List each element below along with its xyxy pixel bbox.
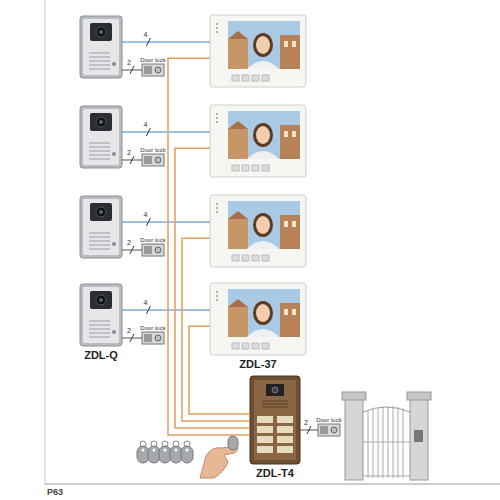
rfid-tag	[159, 441, 171, 463]
door-station: ZDL-Q	[80, 284, 122, 346]
entry-panel	[250, 376, 300, 464]
lock-label: Door lock	[140, 57, 165, 63]
lock-label: Door lock	[140, 147, 165, 153]
wire-count: 2	[127, 149, 131, 156]
wire-count-tick	[146, 38, 150, 46]
wire-connector	[168, 58, 250, 435]
wire-connector	[300, 430, 318, 431]
wire-connector	[122, 70, 142, 71]
door-station	[80, 196, 122, 258]
lock-label: Door lock	[316, 417, 341, 423]
wire-count-tick	[146, 218, 150, 226]
wire-connector	[122, 160, 142, 161]
wire-connector	[122, 338, 142, 339]
door-station	[80, 16, 122, 78]
video-monitor	[210, 15, 306, 87]
wire-connector	[122, 250, 142, 251]
lock-symbol	[318, 424, 340, 436]
wire-connector	[122, 42, 210, 43]
page-border	[45, 0, 46, 484]
wire-count: 4	[143, 31, 147, 38]
video-monitor	[210, 15, 306, 87]
wire-count-tick	[307, 426, 311, 434]
wire-count: 2	[127, 239, 131, 246]
page-number: P63	[47, 487, 63, 497]
door-station	[80, 196, 122, 258]
wire-connector	[122, 310, 210, 311]
wire-count: 4	[143, 211, 147, 218]
wire-count: 4	[143, 121, 147, 128]
video-monitor	[210, 283, 306, 355]
video-monitor: ZDL-37	[210, 283, 306, 355]
wire-connector	[122, 222, 210, 223]
device-label: ZDL-37	[239, 358, 276, 370]
lock-symbol	[142, 332, 164, 344]
door-lock: Door lock	[142, 244, 164, 256]
rfid-tag	[170, 441, 182, 463]
wire-count-tick	[130, 156, 134, 164]
door-station	[80, 284, 122, 346]
wire-count-tick	[130, 246, 134, 254]
door-station	[80, 16, 122, 78]
wire-count-tick	[146, 306, 150, 314]
wire-count-tick	[130, 334, 134, 342]
wire-count: 2	[127, 327, 131, 334]
wire-connector	[175, 148, 250, 428]
door-station	[80, 106, 122, 168]
hand-with-tag	[200, 436, 238, 478]
wire-count-tick	[130, 66, 134, 74]
wire-connector	[189, 326, 250, 414]
lock-symbol	[142, 244, 164, 256]
wire-count: 2	[304, 419, 308, 426]
video-monitor	[210, 195, 306, 267]
gate	[342, 392, 431, 480]
device-label: ZDL-T4	[256, 467, 294, 479]
door-lock: Door lock	[142, 64, 164, 76]
rfid-tag	[137, 441, 149, 463]
rfid-tag	[181, 441, 193, 463]
wire-count-tick	[146, 128, 150, 136]
door-lock: Door lock	[142, 154, 164, 166]
lock-symbol	[142, 64, 164, 76]
wire-connector	[182, 238, 250, 421]
lock-symbol	[142, 154, 164, 166]
door-lock: Door lock	[142, 332, 164, 344]
page-border	[45, 484, 500, 485]
entry-panel: ZDL-T4	[250, 376, 300, 464]
device-label: ZDL-Q	[84, 349, 118, 361]
rfid-tag	[148, 441, 160, 463]
video-monitor	[210, 105, 306, 177]
lock-label: Door lock	[140, 325, 165, 331]
wire-count: 2	[127, 59, 131, 66]
wire-count: 4	[143, 299, 147, 306]
wire-connector	[122, 132, 210, 133]
video-monitor	[210, 195, 306, 267]
video-monitor	[210, 105, 306, 177]
door-station	[80, 106, 122, 168]
door-lock: Door lock	[318, 424, 340, 436]
lock-label: Door lock	[140, 237, 165, 243]
